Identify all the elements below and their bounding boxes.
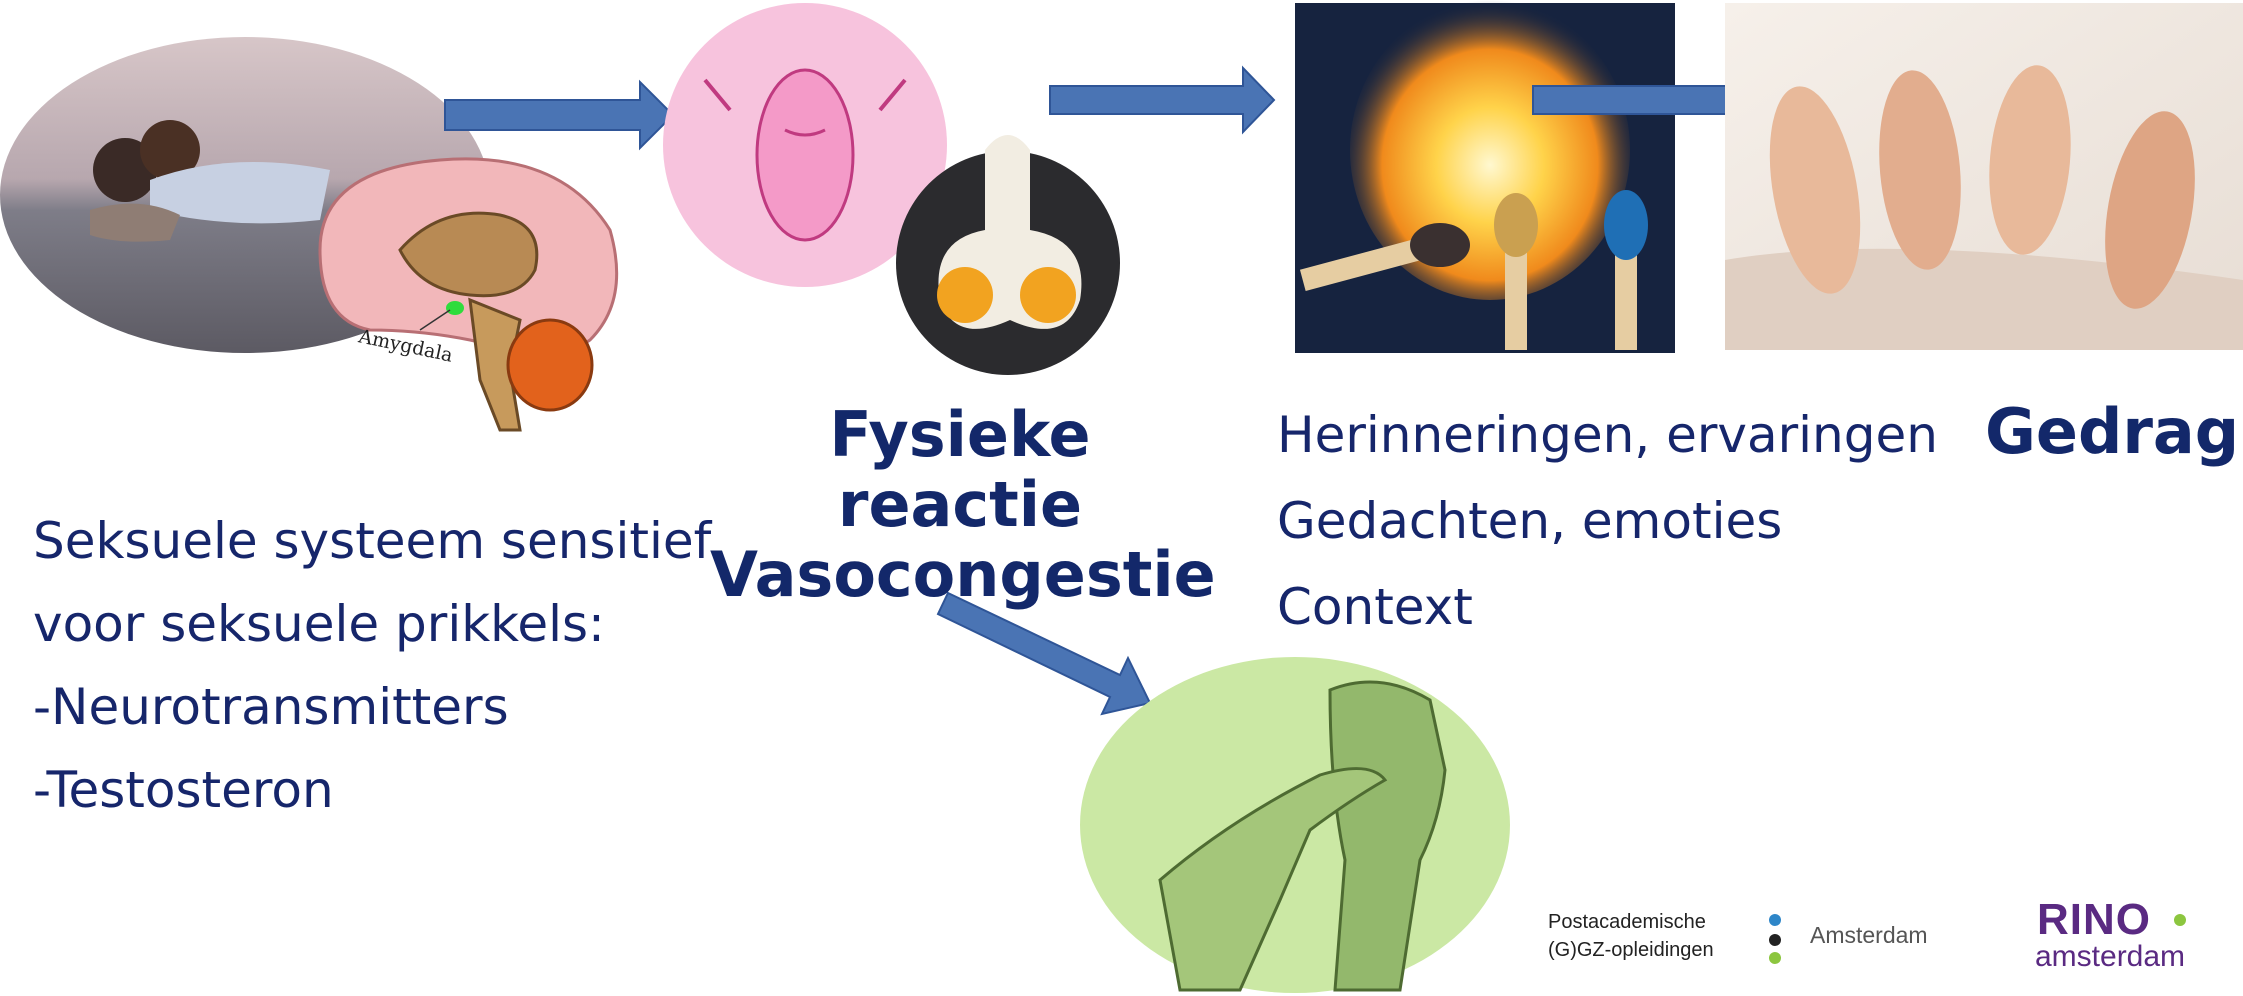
rino-logo-subtitle: amsterdam <box>2035 940 2185 974</box>
footer-org-line-1: Postacademische <box>1548 908 1714 936</box>
middle-text-block: Herinneringen, ervaringen Gedachten, emo… <box>1277 392 1938 650</box>
left-text-block: Seksuele systeem sensitief voor seksuele… <box>33 500 711 832</box>
middle-text-line: Gedachten, emoties <box>1277 478 1938 564</box>
arrow-down-right <box>938 593 1150 714</box>
arrow-right-1 <box>445 82 673 148</box>
left-text-line: -Testosteron <box>33 749 711 832</box>
footer-city: Amsterdam <box>1810 922 1928 949</box>
heading-line-1: Fysieke reactie <box>710 400 1210 540</box>
feet-in-bed-photo <box>1725 3 2243 350</box>
footer-dot-green <box>1769 952 1781 964</box>
footer-dot-dark <box>1769 934 1781 946</box>
footer-org-line-2: (G)GZ-opleidingen <box>1548 936 1714 964</box>
footer-dot-blue <box>1769 914 1781 926</box>
heading-line-2: Vasocongestie <box>710 540 1210 610</box>
footer-org-text: Postacademische (G)GZ-opleidingen <box>1548 908 1714 964</box>
middle-text-line: Herinneringen, ervaringen <box>1277 392 1938 478</box>
left-text-line: Seksuele systeem sensitief <box>33 500 711 583</box>
left-text-line: -Neurotransmitters <box>33 666 711 749</box>
physical-reaction-heading: Fysieke reactie Vasocongestie <box>710 400 1210 610</box>
arrow-right-2 <box>1050 68 1274 132</box>
burning-matches-photo <box>1295 0 1675 353</box>
touching-hands-illustration <box>1080 657 1510 993</box>
brain-diagram-illustration <box>320 159 617 430</box>
left-text-line: voor seksuele prikkels: <box>33 583 711 666</box>
logo-dot-green <box>2174 914 2186 926</box>
middle-text-line: Context <box>1277 564 1938 650</box>
behavior-heading: Gedrag <box>1985 395 2239 468</box>
rino-logo-title: RINO <box>2037 895 2151 945</box>
